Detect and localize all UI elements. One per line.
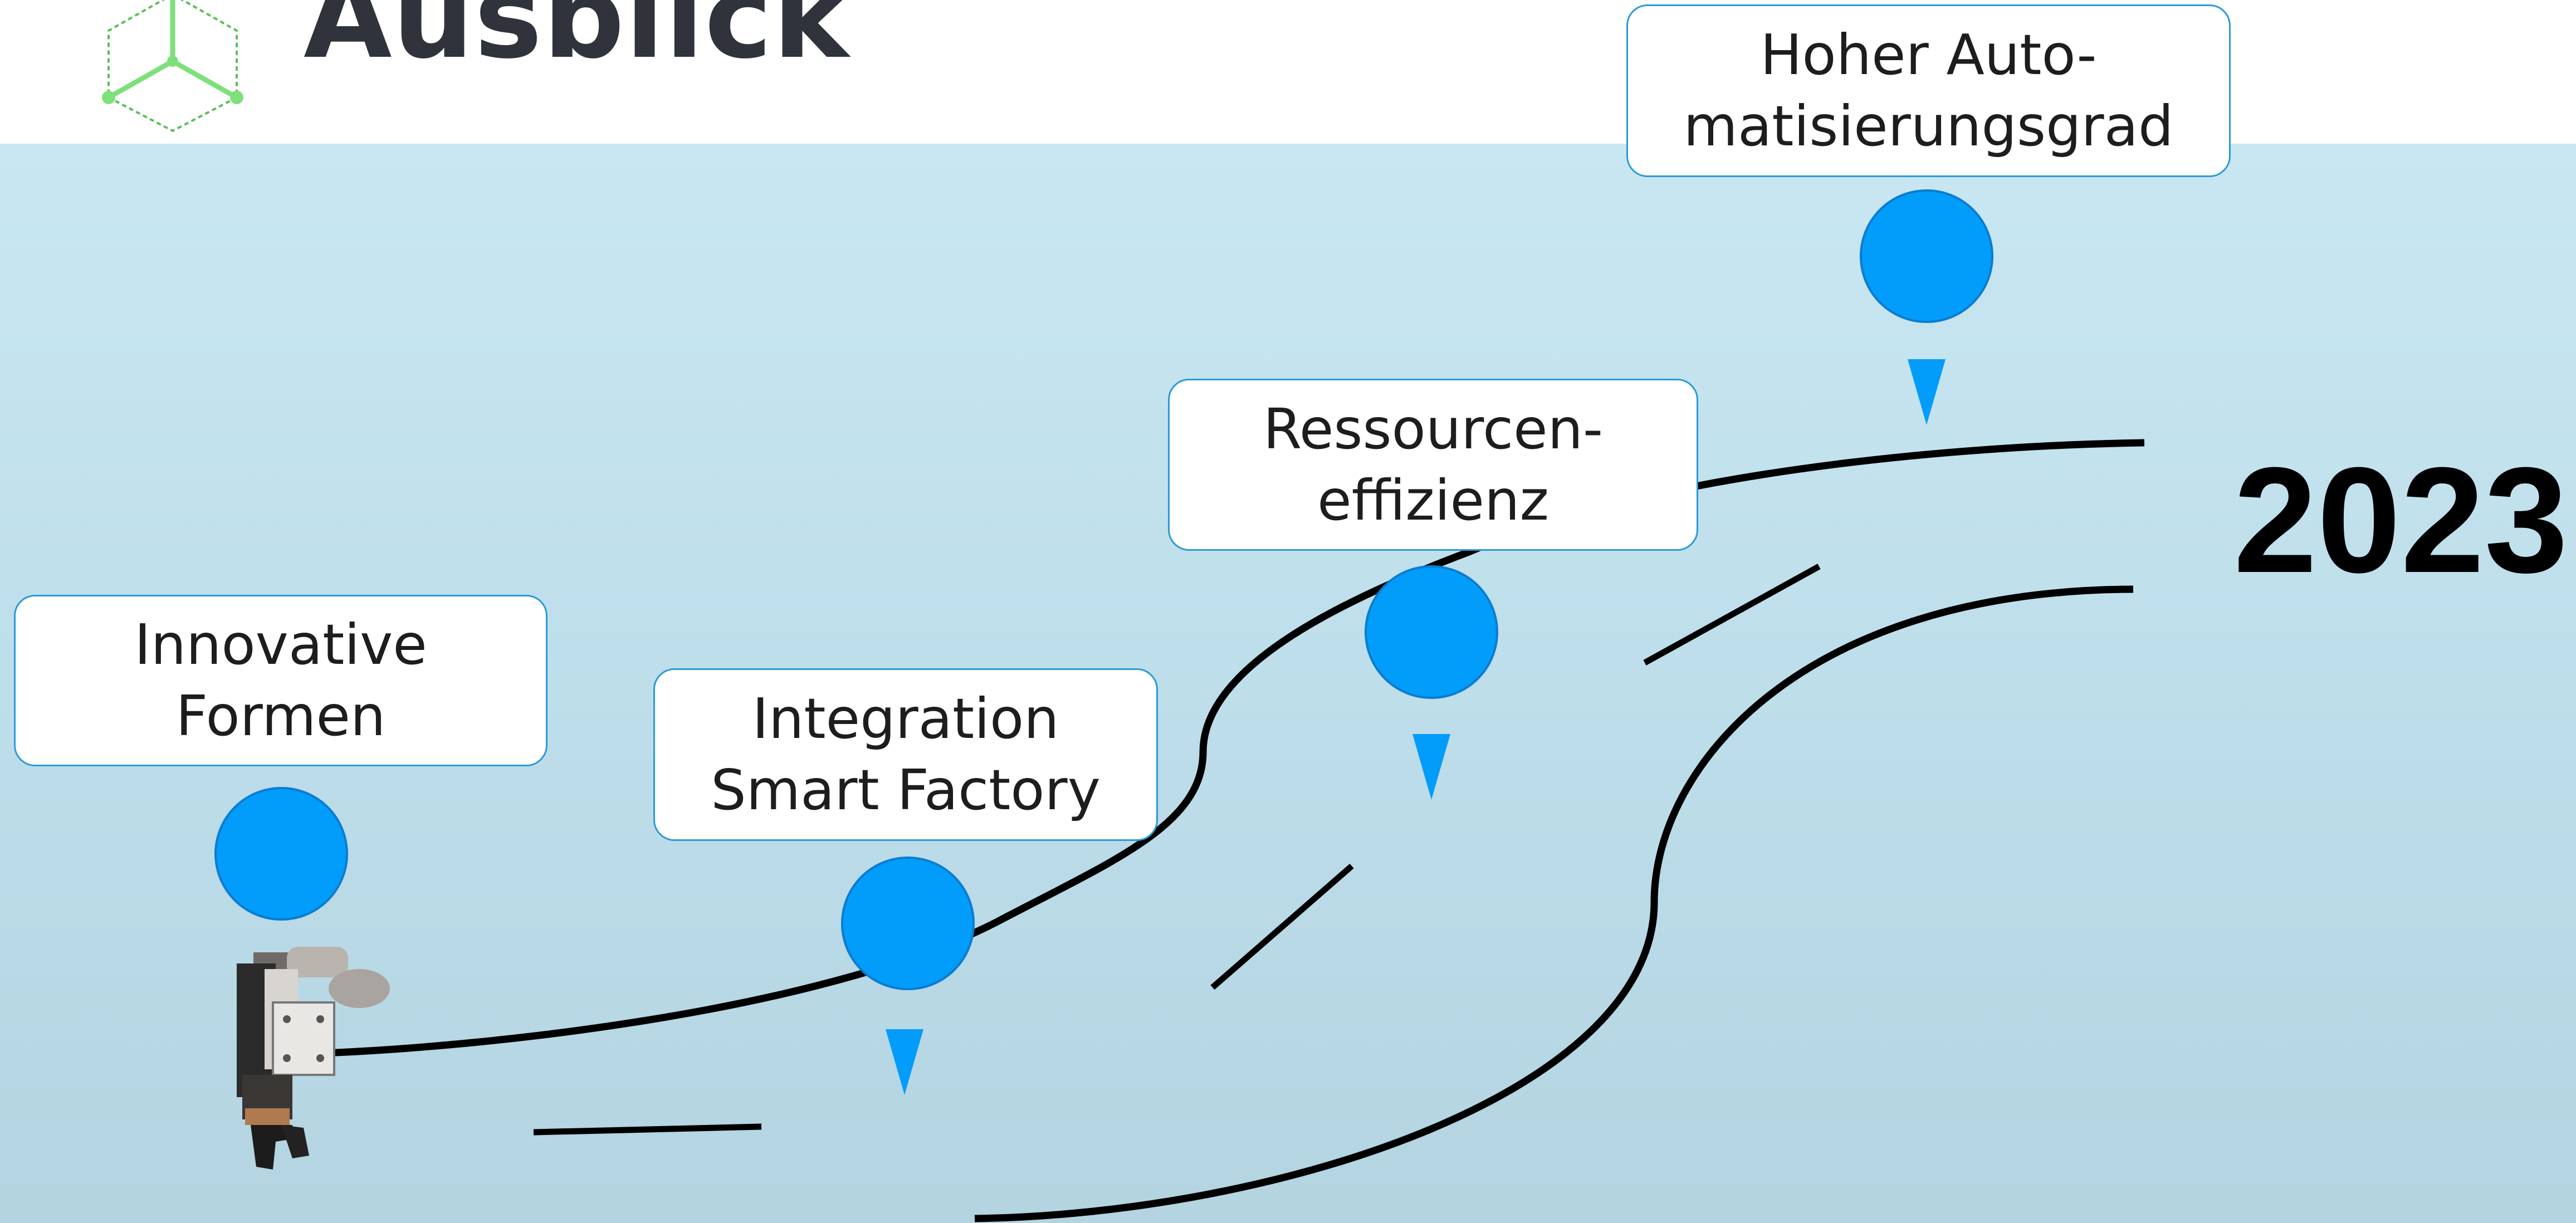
road-center-dash (1643, 564, 1821, 666)
road-right-edge (974, 585, 2134, 1222)
milestone-label-line1: Ressourcen- (1263, 396, 1604, 462)
milestone-box-integration-smart-factory: Integration Smart Factory (653, 668, 1158, 841)
milestone-marker-4 (1860, 189, 1993, 323)
robot-gripper-image (237, 947, 390, 1170)
milestone-box-automatisierungsgrad: Hoher Auto- matisierungsgrad (1626, 4, 2231, 177)
road-left-edge (309, 439, 2145, 1058)
milestone-label-line2: matisierungsgrad (1683, 94, 2174, 159)
milestone-pointer-4 (1908, 359, 1946, 425)
milestone-label-line2: Smart Factory (711, 757, 1101, 823)
milestone-label-line1: Innovative (134, 612, 427, 677)
milestone-box-ressourceneffizienz: Ressourcen- effizienz (1168, 379, 1698, 551)
milestone-pointer-3 (1412, 734, 1450, 800)
milestone-marker-2 (841, 857, 975, 990)
milestone-label-line2: effizienz (1317, 467, 1549, 533)
year-label: 2023 (2233, 437, 2568, 604)
milestone-label-line1: Integration (752, 686, 1059, 751)
milestone-label-line2: Formen (175, 683, 386, 749)
road-center-dash (533, 1123, 762, 1136)
milestone-box-innovative-formen: Innovative Formen (14, 595, 548, 766)
milestone-label-line1: Hoher Auto- (1760, 22, 2097, 87)
cube-logo-icon (102, 0, 243, 133)
milestone-marker-1 (214, 787, 348, 921)
milestone-marker-3 (1365, 565, 1498, 699)
page-title: Ausblick (304, 0, 849, 84)
milestone-pointer-2 (886, 1029, 923, 1095)
road-center-dash (1210, 863, 1354, 990)
